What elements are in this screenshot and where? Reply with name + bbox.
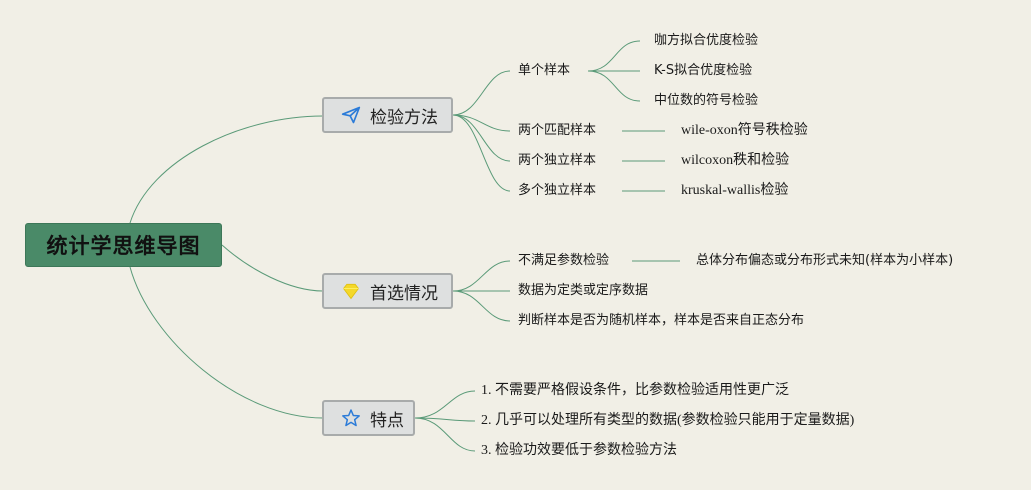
link-methods-paired	[452, 114, 511, 132]
node-paired-sample[interactable]: 两个匹配样本	[518, 123, 597, 138]
node-single-item-2[interactable]: K-S拟合优度检验	[654, 63, 753, 78]
branch-features[interactable]: 特点	[322, 400, 415, 436]
branch-features-label: 特点	[370, 410, 404, 431]
node-single-sample[interactable]: 单个样本	[518, 63, 571, 78]
link-feat-1	[414, 390, 476, 419]
branch-methods[interactable]: 检验方法	[322, 97, 453, 133]
branch-preferred[interactable]: 首选情况	[322, 273, 453, 309]
node-feature-3[interactable]: 3. 检验功效要低于参数检验方法	[481, 443, 677, 458]
node-multi-independent-item[interactable]: kruskal-wallis检验	[681, 183, 789, 198]
root-node[interactable]: 统计学思维导图	[25, 223, 222, 267]
link-root-features	[129, 266, 324, 419]
paper-plane-icon	[340, 104, 362, 126]
link-feat-2	[414, 417, 476, 422]
node-single-item-1[interactable]: 咖方拟合优度检验	[654, 33, 759, 48]
branch-methods-label: 检验方法	[370, 107, 438, 128]
link-pref-item2	[452, 290, 511, 322]
node-multi-independent[interactable]: 多个独立样本	[518, 183, 597, 198]
node-two-independent[interactable]: 两个独立样本	[518, 153, 597, 168]
node-feature-2[interactable]: 2. 几乎可以处理所有类型的数据(参数检验只能用于定量数据)	[481, 413, 855, 428]
node-paired-item[interactable]: wile-oxon符号秩检验	[681, 123, 808, 138]
link-root-preferred	[221, 244, 324, 292]
link-methods-single	[452, 70, 511, 116]
star-icon	[340, 407, 362, 429]
node-unmet-param-item[interactable]: 总体分布偏态或分布形式未知(样本为小样本)	[696, 253, 954, 268]
link-pref-unmet	[452, 260, 511, 292]
node-unmet-param[interactable]: 不满足参数检验	[518, 253, 610, 268]
node-feature-1[interactable]: 1. 不需要严格假设条件，比参数检验适用性更广泛	[481, 383, 789, 398]
root-title: 统计学思维导图	[46, 234, 201, 258]
gem-icon	[340, 280, 362, 302]
node-single-item-3[interactable]: 中位数的符号检验	[654, 93, 759, 108]
node-preferred-item-1[interactable]: 数据为定类或定序数据	[518, 283, 649, 298]
branch-preferred-label: 首选情况	[370, 283, 438, 304]
node-two-independent-item[interactable]: wilcoxon秩和检验	[681, 153, 790, 168]
link-feat-3	[414, 417, 476, 452]
link-single-1	[587, 40, 641, 72]
link-root-methods	[129, 115, 324, 224]
link-single-3	[587, 70, 641, 102]
link-methods-multi	[452, 114, 511, 192]
link-methods-two	[452, 114, 511, 162]
node-preferred-item-2[interactable]: 判断样本是否为随机样本，样本是否来自正态分布	[518, 313, 805, 328]
